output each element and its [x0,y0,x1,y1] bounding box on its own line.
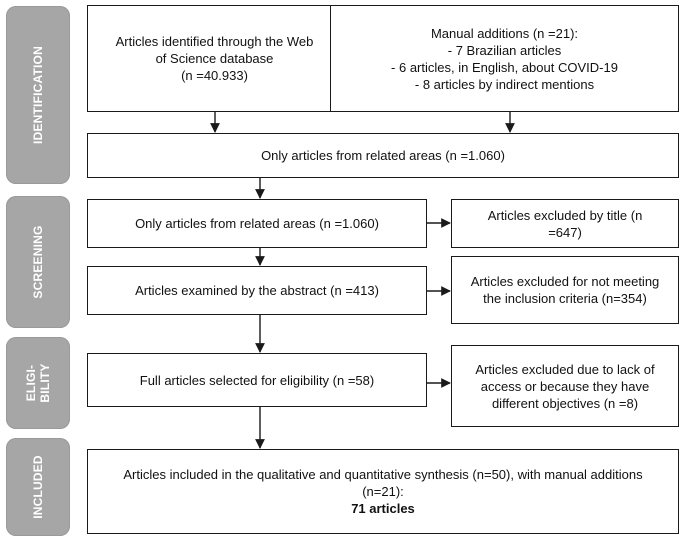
box-text-line: Articles included in the qualitative and… [123,467,643,482]
box-text-line: Articles excluded by title (n [487,207,643,223]
box-text-line: Articles excluded for not meeting [470,274,660,289]
phase-included: INCLUDED [6,438,70,536]
box-text-line: Articles excluded due to lack of [475,361,655,377]
box-text-line: Articles examined by the abstract (n =41… [135,283,379,298]
box-eligibility: Full articles selected for eligibility (… [87,353,427,407]
box-excluded-access: Articles excluded due to lack of access … [451,345,679,427]
box-text-line: - 6 articles, in English, about COVID-19 [391,59,618,75]
included-total: 71 articles [351,501,415,516]
box-text-line: different objectives (n =8) [491,395,639,411]
box-manual-additions: Manual additions (n =21): - 7 Brazilian … [330,5,679,112]
phase-eligibility: ELIGI- BILITY [6,337,70,429]
phase-screening: SCREENING [6,196,70,328]
box-text-line: Full articles selected for eligibility (… [139,372,375,388]
box-text-line: Only articles from related areas (n =1.0… [261,148,505,163]
box-text-line: (n=21): [362,484,404,499]
box-text-line: - 7 Brazilian articles [447,42,562,58]
box-web-of-science: Articles identified through the Web of S… [87,5,342,112]
box-included-synthesis: Articles included in the qualitative and… [87,449,679,534]
box-excluded-inclusion-criteria: Articles excluded for not meeting the in… [451,256,679,324]
box-text-line: Manual additions (n =21): [430,25,579,41]
box-text-line: of Science database [155,51,274,66]
phase-identification: IDENTIFICATION [6,6,70,184]
box-text-line: Articles identified through the Web [115,34,314,49]
box-text-line: =647) [548,224,582,240]
box-text-line: (n =40.933) [181,68,248,83]
box-text-line: access or because they have [480,378,650,394]
box-related-areas-identification: Only articles from related areas (n =1.0… [87,133,679,178]
box-examined-abstract: Articles examined by the abstract (n =41… [87,266,427,315]
box-related-areas-screening: Only articles from related areas (n =1.0… [87,199,427,248]
box-excluded-by-title: Articles excluded by title (n =647) [451,199,679,248]
phase-identification-label: IDENTIFICATION [31,46,45,144]
phase-screening-label: SCREENING [31,225,45,299]
phase-included-label: INCLUDED [31,455,45,519]
phase-eligibility-label: ELIGI- BILITY [24,363,52,403]
box-text-line: - 8 articles by indirect mentions [414,76,595,92]
box-text-line: Only articles from related areas (n =1.0… [135,216,379,231]
box-text-line: the inclusion criteria (n=354) [483,291,647,306]
